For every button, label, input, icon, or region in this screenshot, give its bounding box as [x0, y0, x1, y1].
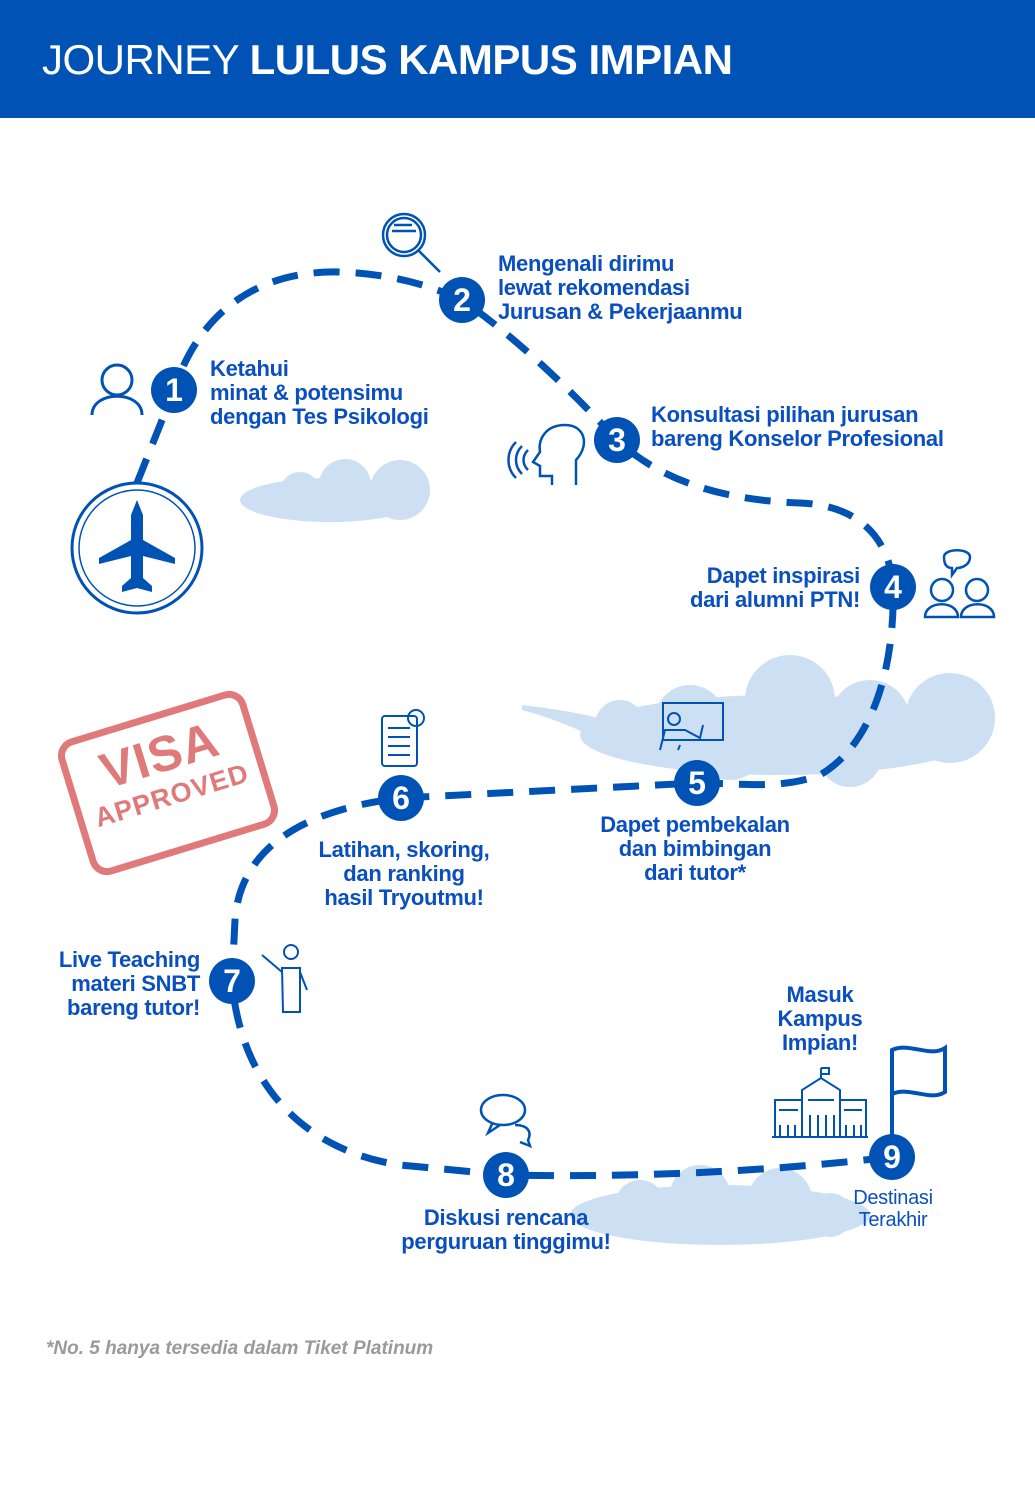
speaking-head-icon: [507, 423, 586, 485]
checklist-icon: [381, 709, 425, 767]
alumni-chat-icon: [923, 549, 996, 619]
step-badge-1: 1: [151, 367, 197, 413]
magnifier-icon: [381, 212, 441, 273]
step-badge-8: 8: [483, 1152, 529, 1198]
person-icon: [90, 363, 144, 416]
teacher-board-icon: [659, 702, 724, 751]
step-badge-3: 3: [594, 417, 640, 463]
university-building-icon: [772, 1067, 868, 1138]
footnote: *No. 5 hanya tersedia dalam Tiket Platin…: [46, 1338, 434, 1359]
cloud-decoration: [240, 459, 430, 522]
flag-icon: [890, 1044, 947, 1135]
step-badge-7: 7: [209, 958, 255, 1004]
cloud-decoration: [522, 655, 995, 787]
step-badge-2: 2: [439, 277, 485, 323]
chat-bubbles-icon: [479, 1093, 533, 1149]
header-banner: JOURNEY LULUS KAMPUS IMPIAN: [0, 0, 1035, 118]
presenter-icon: [261, 944, 308, 1013]
step-badge-6: 6: [378, 775, 424, 821]
step-badge-9: 9: [869, 1134, 915, 1180]
cloud-decoration: [570, 1165, 870, 1245]
step-badge-5: 5: [674, 760, 720, 806]
step-badge-4: 4: [870, 564, 916, 610]
page-title: JOURNEY LULUS KAMPUS IMPIAN: [42, 36, 733, 83]
airplane-icon: [70, 481, 204, 615]
